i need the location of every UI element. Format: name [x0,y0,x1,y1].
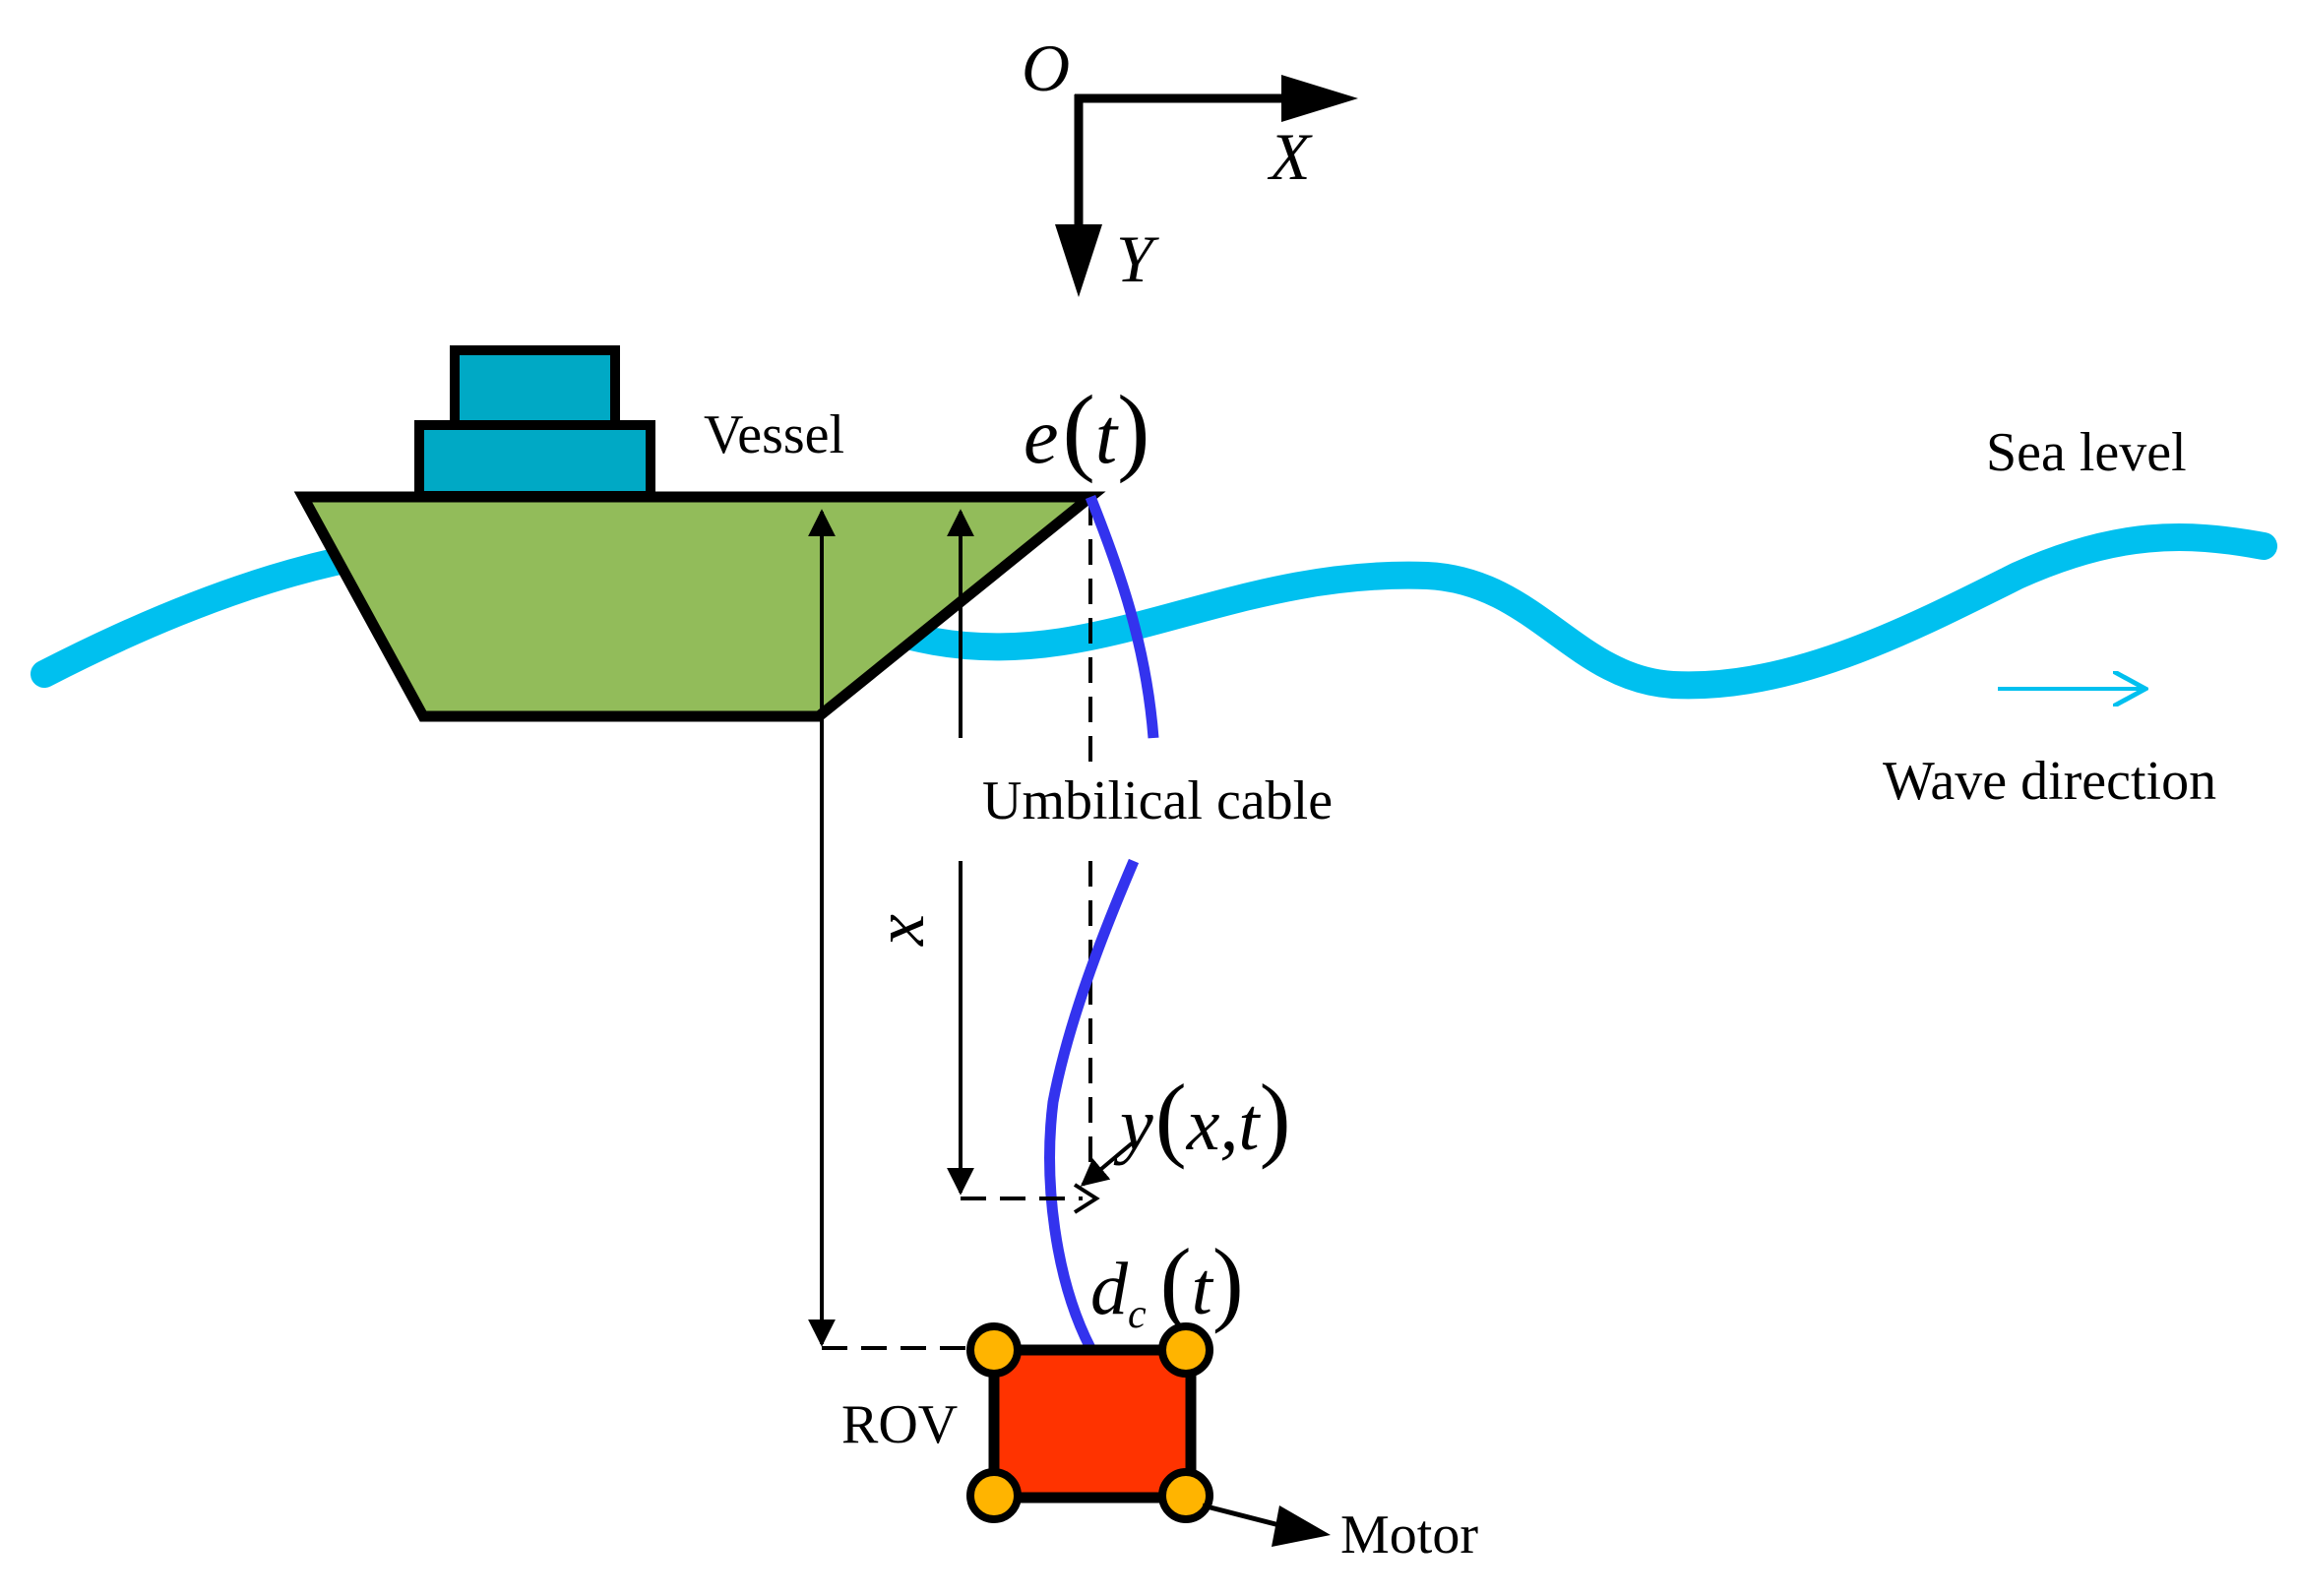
vessel-hull [293,491,1106,722]
rov-motor-top-right [1158,1322,1213,1378]
origin-label: O [1022,31,1070,105]
dc-t-label: dc(t) [1090,1229,1244,1337]
e-t-label: e(t) [1024,375,1149,484]
rov [966,1322,1213,1523]
x-axis-label: X [1267,119,1313,194]
depth-variable-label: x [860,914,939,947]
rov-motor-top-left [966,1322,1022,1378]
rov-label: ROV [841,1394,958,1455]
umbilical-cable-label: Umbilical cable [982,770,1333,831]
motor-pointer [1202,1503,1280,1528]
y-axis-arrowhead [1055,224,1102,297]
y-axis-label: Y [1116,221,1159,296]
rov-body [988,1344,1197,1504]
vessel [293,345,1106,722]
deflection-arrowhead [1073,1183,1100,1214]
vessel-label: Vessel [704,404,844,465]
vessel-cabin-lower [414,420,655,501]
rov-motor-bottom-right [1158,1468,1213,1523]
vessel-cabin-top [450,345,620,430]
y-x-t-label: y(x,t) [1113,1065,1291,1170]
rov-motor-bottom-left [966,1468,1022,1523]
coordinate-frame: O X Y [1022,31,1358,297]
umbilical-cable [1044,494,1159,1351]
motor-label: Motor [1340,1504,1478,1565]
x-axis-arrowhead [1281,75,1358,122]
motor-pointer-arrowhead [1272,1505,1331,1547]
sea-level-label: Sea level [1986,422,2187,483]
y-x-t-pointer [1080,1141,1134,1187]
wave-direction-label: Wave direction [1883,751,2216,812]
